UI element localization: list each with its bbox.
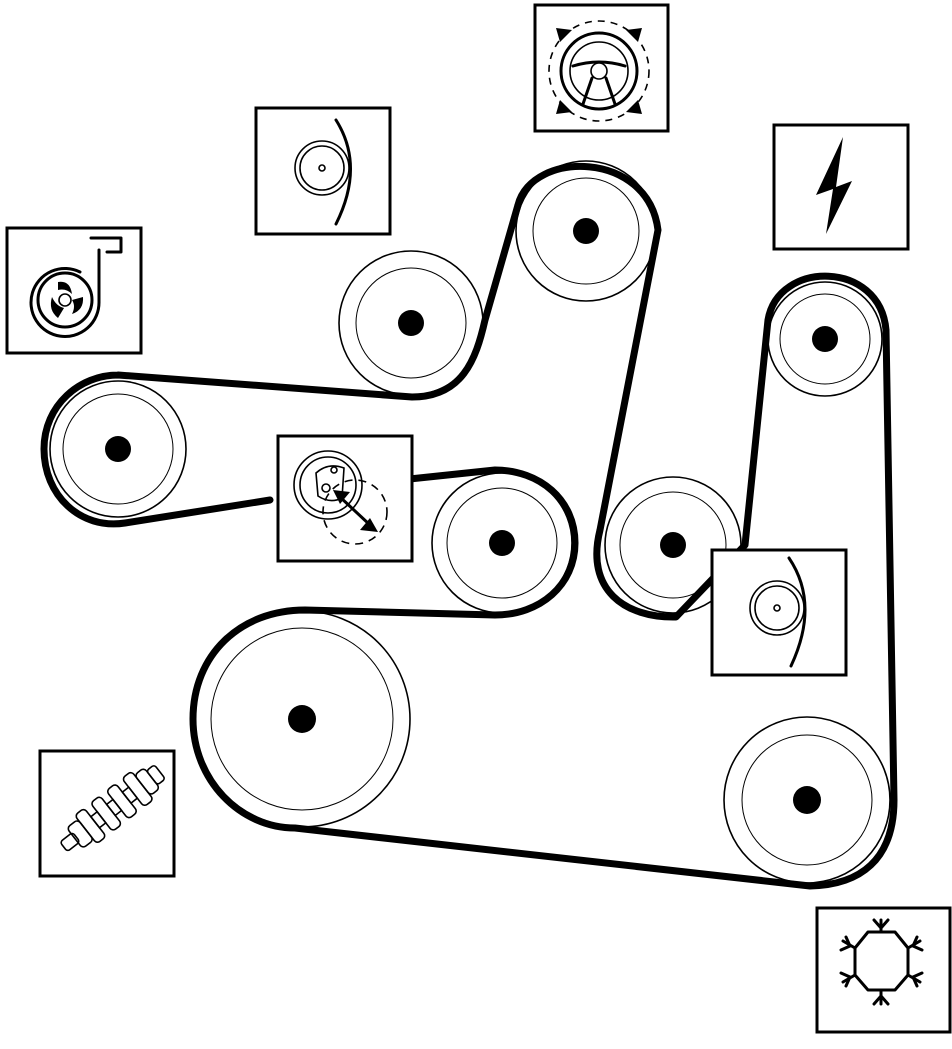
pulleys xyxy=(49,160,891,884)
component-ac-compressor xyxy=(815,906,952,1034)
crankshaft-icon xyxy=(60,765,165,852)
belt-tensioner-icon xyxy=(293,450,388,545)
serpentine-belt xyxy=(40,162,898,890)
component-idler-upper xyxy=(254,106,392,236)
component-idler-lower xyxy=(710,548,848,677)
water-pump-icon xyxy=(29,236,123,338)
pulley-water-pump xyxy=(49,380,187,518)
component-crankshaft xyxy=(38,749,176,878)
pulley-idler-upper xyxy=(338,250,484,396)
lightning-bolt-icon xyxy=(816,137,852,234)
pulley-ac-compressor xyxy=(723,716,891,884)
component-tensioner xyxy=(276,434,414,563)
component-water-pump xyxy=(5,226,143,355)
component-power-steering xyxy=(533,3,670,133)
component-alternator xyxy=(772,123,910,251)
idler-pulley-icon xyxy=(749,556,807,668)
idler-pulley-icon xyxy=(294,118,352,226)
pulley-alternator xyxy=(767,281,883,397)
steering-wheel-icon xyxy=(548,20,650,122)
snowflake-icon xyxy=(839,918,924,1006)
pulley-crankshaft xyxy=(193,610,411,828)
